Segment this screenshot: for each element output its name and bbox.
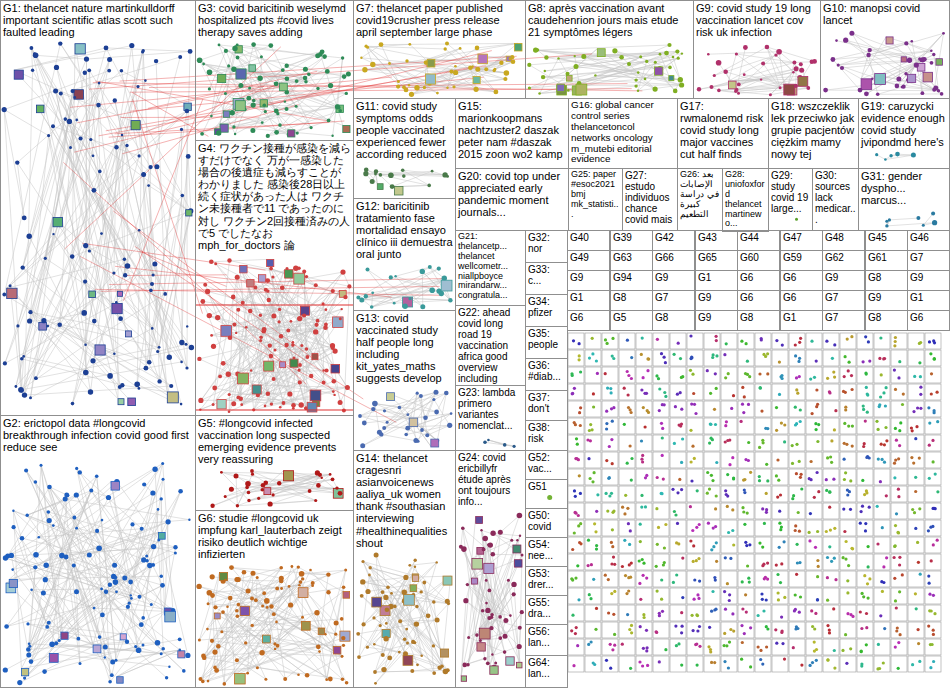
graph-canvas: G1: thelancet nature martinkulldorff imp… xyxy=(0,0,950,688)
